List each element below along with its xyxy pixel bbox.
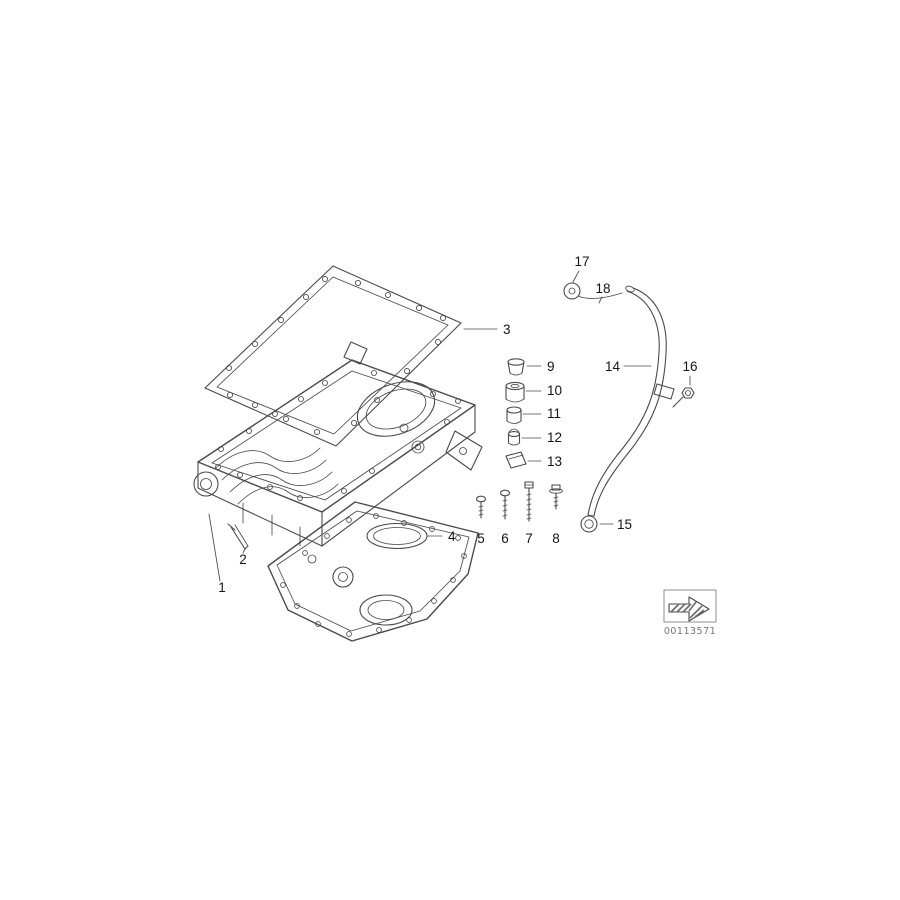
pan-dipstick-port (411, 440, 425, 454)
callout-12: 12 (547, 430, 562, 445)
callout-10: 10 (547, 383, 562, 398)
callout-7: 7 (525, 531, 533, 546)
lower-pan-oval-opening (359, 594, 413, 626)
pan-rib-lines (215, 447, 339, 505)
callout-15: 15 (617, 517, 632, 532)
callout-4: 4 (448, 529, 456, 544)
mounting-pin-drawing (227, 523, 249, 550)
striped-arrow-icon (668, 596, 710, 622)
lower-pan-plug-hole (332, 566, 354, 588)
plug-12 (507, 428, 521, 446)
clip-13 (505, 451, 527, 469)
callout-17: 17 (574, 254, 589, 269)
callout-9: 9 (547, 359, 555, 374)
leader-lines (208, 270, 691, 582)
callout-5: 5 (477, 531, 485, 546)
pan-mounting-arm (445, 430, 483, 471)
pan-end-boss (193, 471, 219, 497)
screw-5 (475, 495, 487, 519)
plug-11 (506, 406, 522, 424)
dipstick-guide-tube (587, 285, 675, 517)
pan-rim-holes (215, 370, 461, 501)
gasket-drawing (204, 265, 462, 447)
callout-labels: 1 2 3 4 5 6 7 8 9 10 11 12 13 14 15 16 1… (218, 254, 697, 595)
callout-18: 18 (595, 281, 610, 296)
callout-13: 13 (547, 454, 562, 469)
arrow-hatching (670, 601, 705, 619)
image-stamp: 00113571 (663, 589, 717, 637)
callout-14: 14 (605, 359, 621, 374)
plug-drawings (505, 358, 527, 469)
callout-1: 1 (218, 580, 226, 595)
tube-o-ring-15 (580, 515, 598, 533)
screw-drawings (475, 481, 563, 522)
callout-11: 11 (547, 406, 561, 421)
plug-9 (507, 358, 525, 376)
dipstick-rod-18 (577, 292, 623, 299)
plug-10 (505, 381, 525, 403)
callout-6: 6 (501, 531, 509, 546)
upper-oil-pan-drawing (193, 341, 483, 547)
gasket-bolt-holes (225, 275, 447, 436)
callout-2: 2 (239, 552, 247, 567)
callout-8: 8 (552, 531, 560, 546)
callout-3: 3 (503, 322, 511, 337)
lower-pan-bolt-holes (280, 513, 467, 637)
pan-pump-opening (356, 381, 436, 437)
callout-16: 16 (682, 359, 697, 374)
stamp-code: 00113571 (664, 626, 716, 637)
bolt-7 (524, 481, 534, 522)
o-ring-gasket-drawing (366, 522, 428, 550)
bolt-8 (549, 484, 563, 510)
tube-bracket (653, 383, 675, 400)
pan-neck-stub (343, 341, 368, 365)
lower-oil-pan-drawing (267, 501, 479, 642)
tube-bolt-16 (672, 387, 695, 408)
dipstick-handle-17 (563, 282, 581, 300)
screw-6 (499, 489, 511, 520)
dipstick-assembly-drawing (563, 282, 695, 533)
